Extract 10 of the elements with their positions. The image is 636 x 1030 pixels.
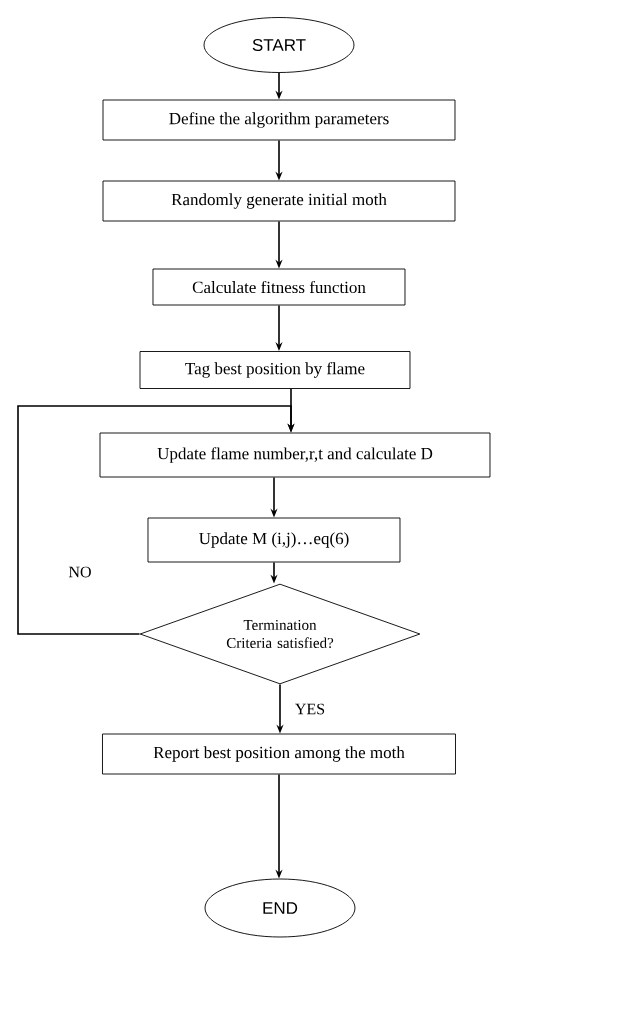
- process-box: Tag best position by flame: [139, 351, 411, 389]
- process-box: Define the algorithm parameters: [102, 99, 456, 141]
- edge-label: NO: [67, 565, 93, 579]
- process-box: Randomly generate initial moth: [102, 180, 456, 222]
- arrow: [17, 405, 295, 635]
- process-box: Update M (i,j)…eq(6): [147, 517, 401, 563]
- process-box: Calculate fitness function: [152, 268, 406, 306]
- process-box: Report best position among the moth: [102, 733, 456, 775]
- process-box: Update flame number,r,t and calculate D: [99, 432, 491, 478]
- edge-label: YES: [293, 702, 327, 716]
